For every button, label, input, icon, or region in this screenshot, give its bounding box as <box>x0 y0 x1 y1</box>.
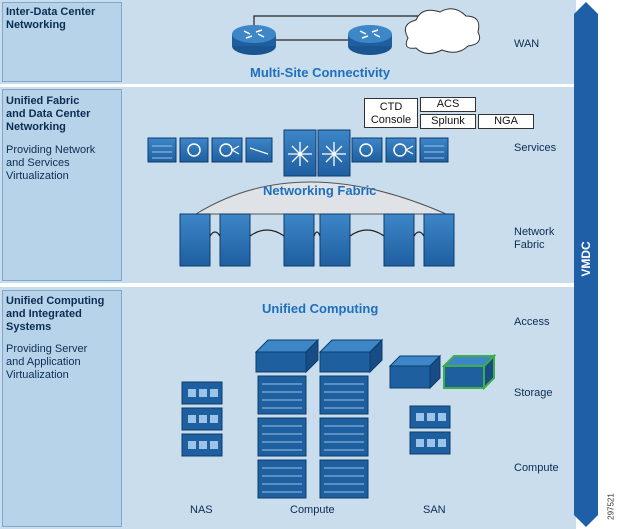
server-chassis-icon <box>257 375 369 499</box>
wan-link <box>253 15 420 41</box>
vmdc-label: VMDC <box>579 230 593 290</box>
services-appliances-right <box>351 137 449 163</box>
nas-label: NAS <box>190 504 213 516</box>
network-fabric-label: Network Fabric <box>514 226 555 251</box>
wan-label: WAN <box>514 38 540 50</box>
fabric-section-subtitle: Providing Network and Services Virtualiz… <box>6 144 96 182</box>
unified-computing-title: Unified Computing <box>262 301 379 316</box>
services-appliances-left <box>147 137 273 163</box>
access-label: Access <box>514 316 550 328</box>
chassis-blade-lines <box>262 383 364 493</box>
compute-bottom-label: Compute <box>290 504 335 516</box>
fabric-switches <box>179 213 455 267</box>
nga-box: NGA <box>478 114 534 129</box>
storage-disk-marks <box>188 389 446 449</box>
networking-fabric-title: Networking Fabric <box>263 183 377 198</box>
wan-section-title: Inter-Data Center Networking <box>6 6 96 31</box>
ctd-console-box: CTD Console <box>364 98 418 128</box>
acs-box: ACS <box>420 97 476 112</box>
computing-section-subtitle: Providing Server and Application Virtual… <box>6 343 88 381</box>
vmdc-arrow <box>574 2 598 527</box>
router-icon <box>232 25 276 55</box>
vmdc-text: VMDC <box>579 241 593 277</box>
switch-icon <box>283 129 317 177</box>
switch-icon <box>317 129 351 177</box>
multi-site-connectivity-title: Multi-Site Connectivity <box>250 65 391 80</box>
compute-label: Compute <box>514 462 559 474</box>
splunk-box: Splunk <box>420 114 476 129</box>
fabric-sidebox <box>2 89 122 281</box>
fabric-section-title: Unified Fabric and Data Center Networkin… <box>6 95 91 133</box>
router-icon <box>348 25 392 55</box>
fabric-interconnect-icon <box>318 338 384 374</box>
networking-fabric-dome <box>194 181 447 215</box>
storage-switch-icon <box>441 353 497 391</box>
fabric-links <box>209 229 425 237</box>
computing-sidebox <box>2 290 122 527</box>
figure-number-text: 297521 <box>606 493 616 520</box>
fabric-interconnect-icon <box>254 338 320 374</box>
storage-switch-icon <box>388 354 442 390</box>
computing-section-title: Unified Computing and Integrated Systems <box>6 295 105 333</box>
cloud-icon <box>404 8 481 54</box>
wan-sidebox <box>2 2 122 82</box>
figure-number: 297521 <box>606 488 616 524</box>
services-label: Services <box>514 142 557 154</box>
storage-label: Storage <box>514 387 553 399</box>
san-label: SAN <box>423 504 446 516</box>
